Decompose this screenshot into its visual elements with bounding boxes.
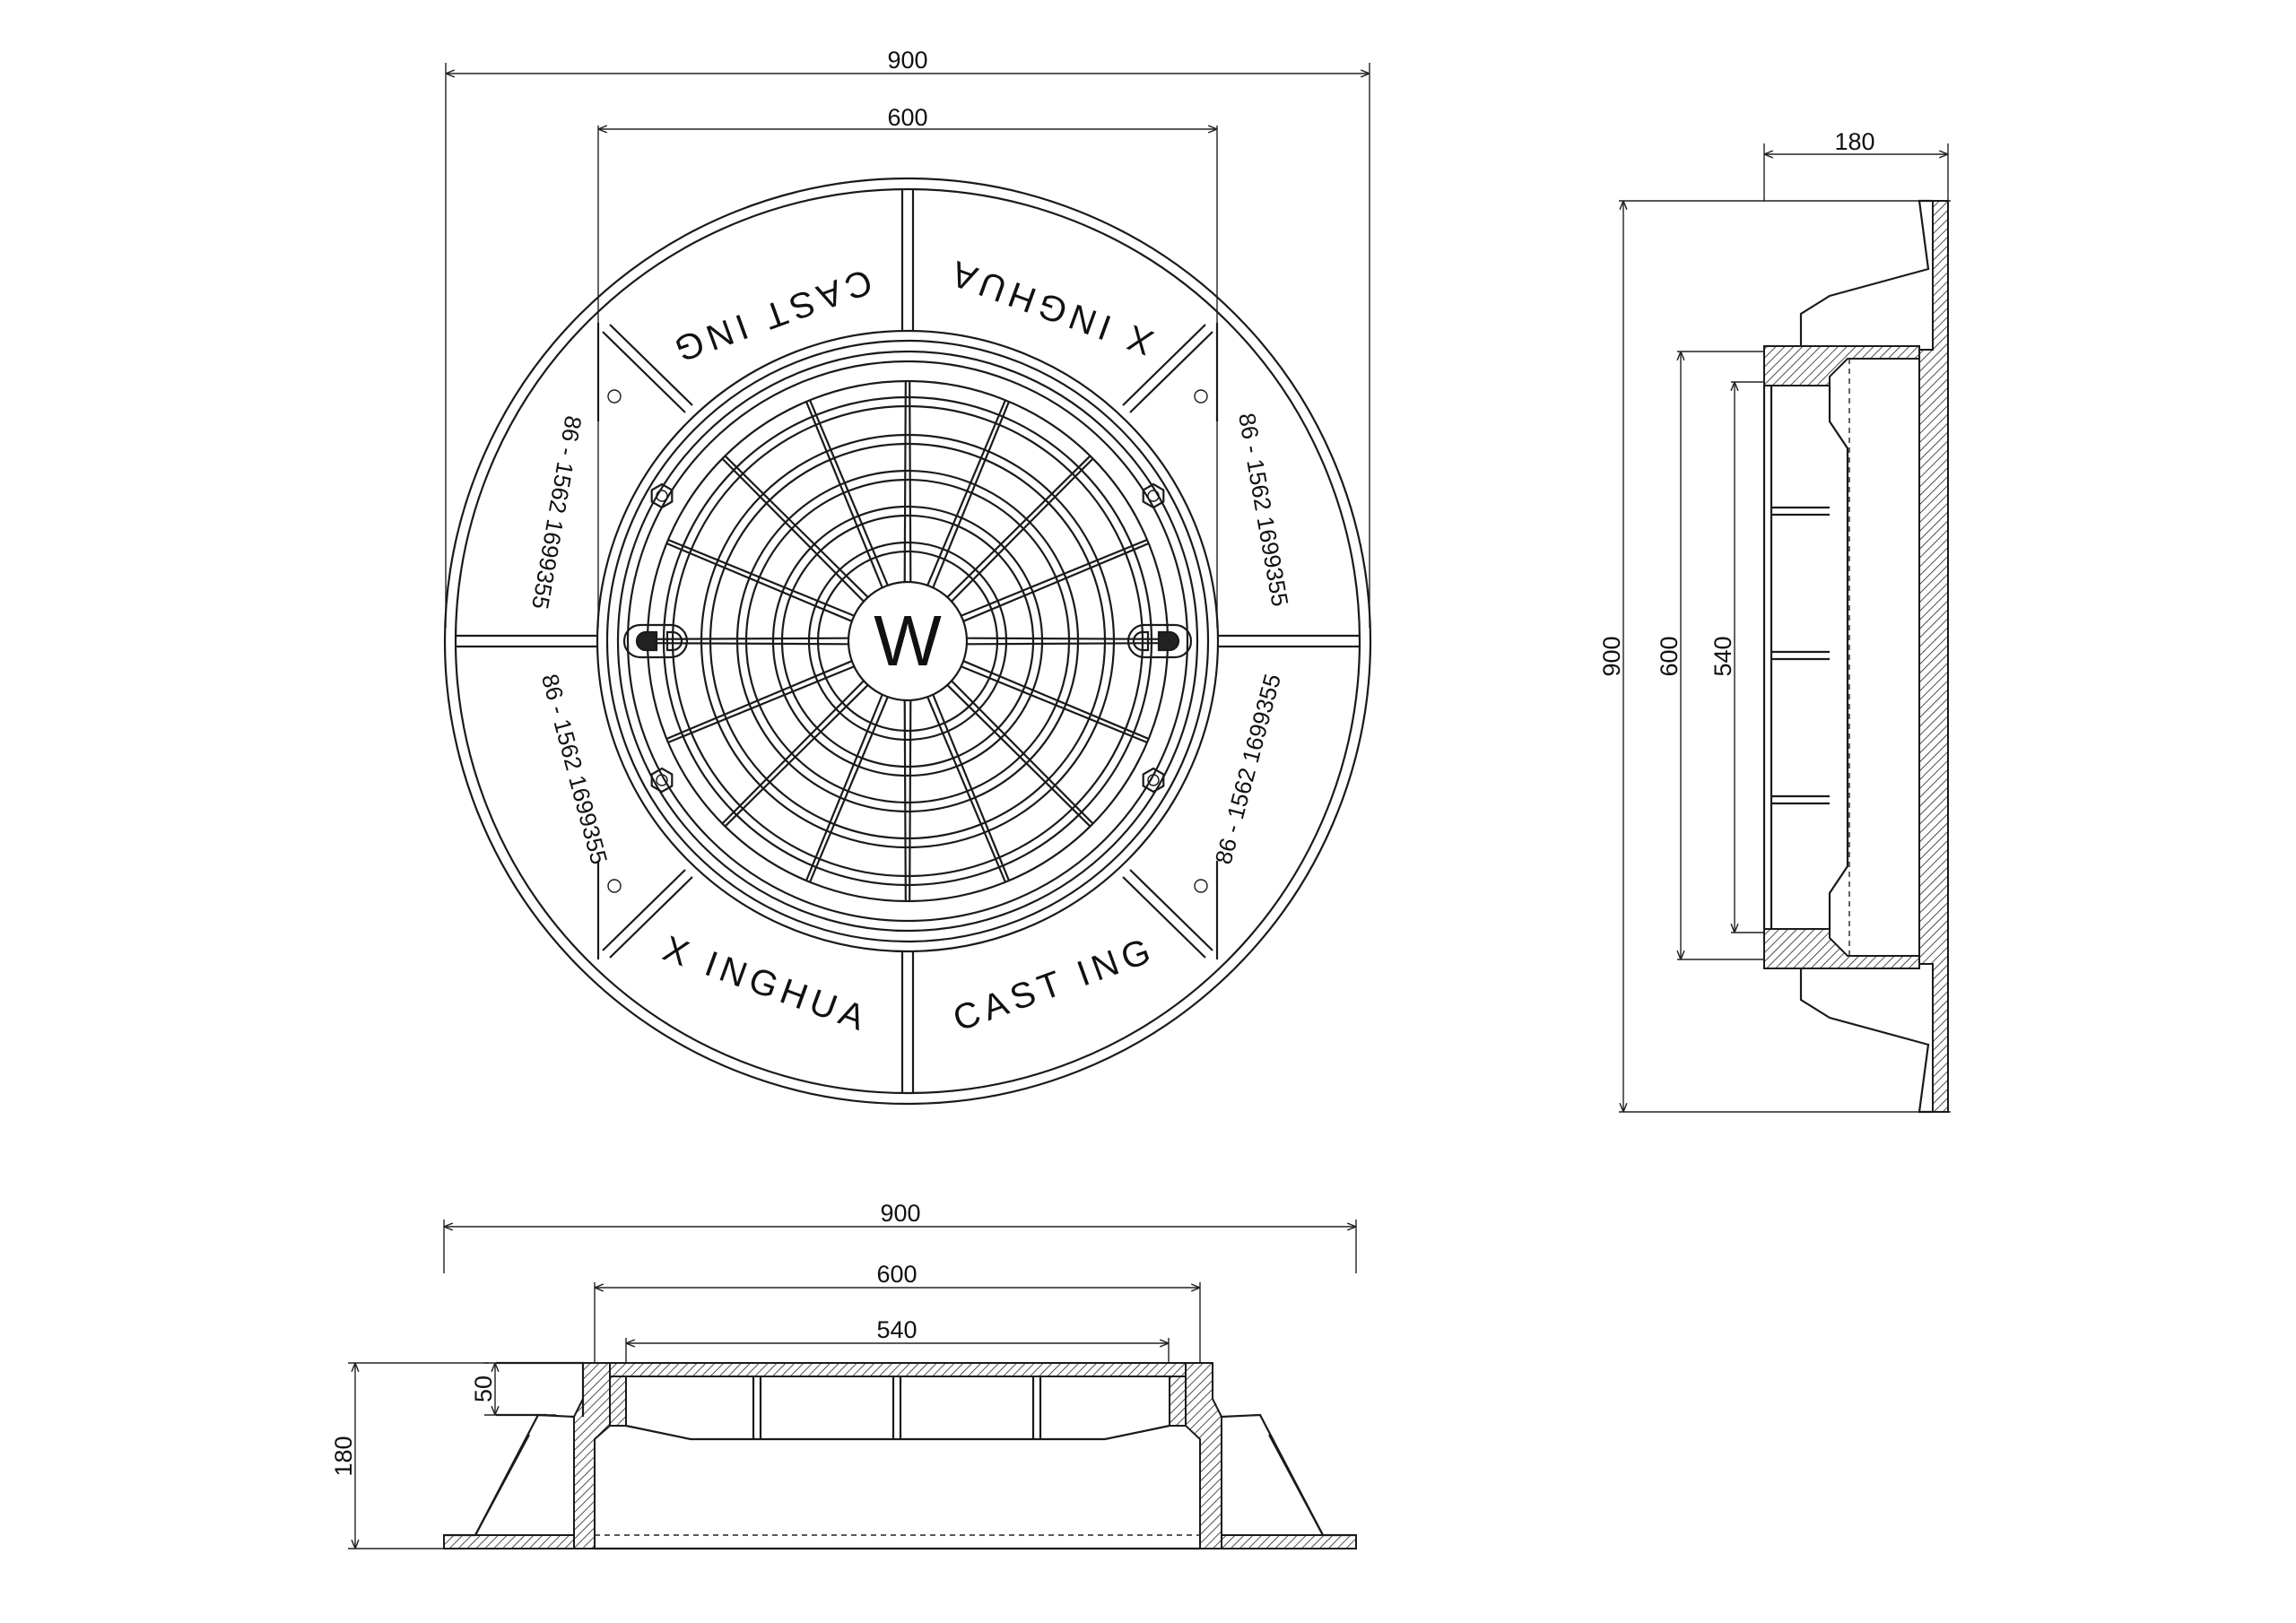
bolt-hole — [656, 490, 668, 502]
section-dim-lip: 50 — [470, 1376, 497, 1402]
grid-rib — [809, 399, 889, 586]
bolt-hole — [1147, 490, 1160, 502]
grid-rib — [962, 542, 1150, 622]
bolt-icon — [1142, 767, 1165, 794]
phone-text-left-upper: 86 - 1562 1699355 — [526, 413, 587, 611]
grid-rib — [962, 660, 1150, 740]
ring-text-bottom-left: X INGHUA — [658, 929, 875, 1040]
ring-dividers — [456, 189, 1360, 1093]
grid-rib — [951, 457, 1094, 603]
side-dim-height: 180 — [1834, 128, 1874, 155]
grid-rib — [932, 401, 1011, 588]
grid-rib — [724, 684, 869, 828]
side-view: 180 900 600 540 — [1598, 128, 1951, 1114]
lifting-handle-left — [622, 623, 689, 659]
frame-outer-circle-inner — [454, 187, 1361, 1095]
grid-ring — [700, 433, 1116, 849]
grid-rib — [667, 538, 855, 617]
grid-rib — [926, 399, 1006, 586]
grid-rib — [665, 660, 853, 740]
logo-circle — [847, 580, 969, 702]
phone-text-right-upper: 86 - 1562 1699355 — [1233, 411, 1293, 608]
grid-ring — [735, 469, 1080, 813]
grid-rib — [804, 401, 883, 588]
section-dim-outer: 900 — [880, 1200, 920, 1227]
frame-seat-circle-inner — [605, 339, 1210, 943]
grid-rib — [667, 665, 855, 744]
section-dim-cover: 540 — [876, 1316, 917, 1343]
plan-dim-outer: 900 — [887, 47, 927, 74]
grid-rib — [721, 680, 865, 825]
bolt-hole — [1147, 774, 1160, 786]
lifting-handle-right — [1126, 623, 1193, 659]
bolt-icon — [1142, 482, 1165, 509]
grid-rib — [961, 538, 1148, 617]
grid-rib — [721, 457, 865, 603]
grid-ring — [771, 505, 1044, 777]
grid-rib — [809, 696, 889, 883]
grid-rib — [926, 696, 1006, 883]
grid-rib — [951, 680, 1094, 825]
bolt-hole — [656, 774, 668, 786]
grid-rib — [648, 642, 849, 646]
bolt-icon — [650, 482, 674, 509]
grid-rib — [932, 694, 1011, 881]
grid-rib — [903, 699, 907, 901]
side-dim-outer: 900 — [1598, 636, 1625, 676]
side-dim-opening: 600 — [1656, 636, 1683, 676]
bolt-icon — [650, 767, 674, 794]
grid-rib — [946, 455, 1091, 598]
grid-ring — [671, 404, 1144, 878]
grid-rib — [665, 542, 853, 622]
plan-view: 900 600 — [443, 47, 1372, 1106]
ring-text-top-right: X INGHUA — [942, 251, 1159, 362]
ring-text-top-left: CAST ING — [665, 261, 877, 370]
grid-ring — [780, 514, 1035, 768]
phone-text-right-lower: 86 - 1562 1699355 — [1210, 671, 1286, 867]
grid-ring — [744, 478, 1071, 804]
section-dim-opening: 600 — [876, 1261, 917, 1288]
logo-letter: W — [874, 601, 942, 681]
grid-ring — [709, 442, 1107, 840]
grid-ring — [816, 550, 999, 733]
grid-ring — [662, 395, 1153, 887]
cover-bolts — [650, 482, 1165, 794]
section-view: 900 600 540 180 50 — [330, 1200, 1357, 1550]
grid-rib — [909, 381, 912, 583]
phone-text-left-lower: 86 - 1562 1699355 — [536, 671, 613, 867]
cover-circle — [626, 360, 1189, 923]
cover-outer-circle — [616, 350, 1199, 933]
side-dim-cover: 540 — [1709, 636, 1736, 676]
section-dim-height: 180 — [330, 1436, 357, 1476]
grid-rib — [946, 684, 1091, 828]
frame-outer-circle — [443, 177, 1372, 1106]
grid-rib — [903, 381, 907, 583]
frame-seat-circle — [596, 329, 1220, 953]
grid-rib — [724, 455, 869, 598]
grid-rib — [909, 699, 912, 901]
grid-rib — [961, 665, 1148, 744]
grid-rib — [648, 637, 849, 640]
grid-rib — [804, 694, 883, 881]
plan-dim-opening: 600 — [887, 104, 927, 131]
ring-text-bottom-right: CAST ING — [948, 930, 1161, 1039]
plan-dimensions: 900 600 — [445, 47, 1370, 628]
grid-rib — [966, 637, 1168, 640]
grid-rib — [966, 642, 1168, 646]
grid-ring — [807, 541, 1008, 742]
